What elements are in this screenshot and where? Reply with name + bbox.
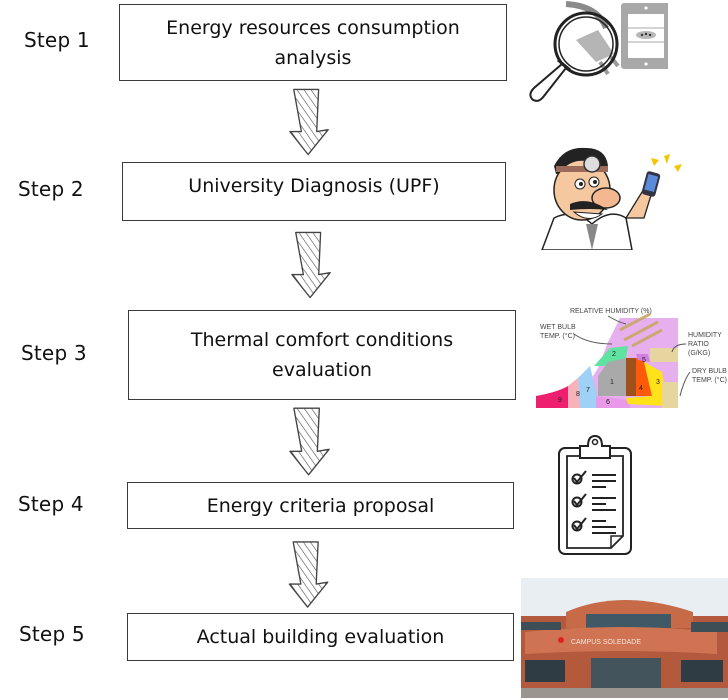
magnifier-plug-socket-icon [529,1,668,102]
step-2-box: University Diagnosis (UPF) [122,162,506,221]
zone-label-7: 7 [586,387,590,394]
step-1-box: Energy resources consumption analysis [119,4,507,81]
humidity-ratio-label-line-2: RATIO [688,341,709,348]
zone-9 [536,386,568,408]
step-3-text-line-2: evaluation [272,359,372,381]
step-3-label: Step 3 [21,341,87,365]
dry-bulb-label-line-1: DRY BULB [692,368,727,375]
zone-1 [598,358,626,396]
step-4-label: Step 4 [18,492,84,516]
zone-label-6: 6 [606,399,610,406]
zone-brown [626,358,636,396]
step-5-label: Step 5 [19,622,85,646]
step-5-box: Actual building evaluation [127,613,514,661]
zone-7 [578,366,598,408]
zone-5 [636,354,650,362]
dry-bulb-label-line-2: TEMP. (°C) [692,376,727,384]
alert-rays-icon [651,154,682,172]
arrow-down-icon-2 [290,229,334,301]
arrow-down-icon-3 [288,405,333,478]
step-4-box: Energy criteria proposal [127,482,514,529]
wet-bulb-label-line-1: WET BULB [540,324,576,331]
zone-label-8: 8 [576,391,580,398]
step-1-label: Step 1 [24,28,90,52]
zone-8 [568,378,580,408]
step-5-text: Actual building evaluation [196,626,445,648]
zone-label-2: 2 [612,351,616,358]
zone-label-5: 5 [642,357,646,364]
humidity-ratio-label-line-3: (G/KG) [688,350,710,357]
zone-3 [626,362,668,406]
step-1-text-line-1: Energy resources consumption [166,16,460,39]
arrow-down-icon-4 [287,540,332,609]
step-1-text-line-2: analysis [274,46,352,69]
zone-label-4: 4 [639,385,643,392]
step-4-text: Energy criteria proposal [206,494,435,517]
arrow-down-icon-1 [288,86,332,158]
zone-4 [636,358,652,396]
wall-socket-icon [621,3,668,69]
wet-bulb-label-line-2: TEMP. (°C) [540,332,575,340]
humidity-ratio-label-line-1: HUMIDITY [688,332,722,339]
magnifying-glass-icon [529,11,619,102]
zone-6 [596,396,630,408]
step-2-text: University Diagnosis (UPF) [188,175,440,197]
step-3-box: Thermal comfort conditions evaluation [128,310,516,400]
zone-label-3: 3 [656,379,660,386]
campus-building-photo: CAMPUS SOLEDADE [521,578,728,698]
zone-label-1: 1 [610,379,614,386]
building-sign-text: CAMPUS SOLEDADE [571,639,641,646]
relative-humidity-label: RELATIVE HUMIDITY (%) [570,308,652,315]
zone-label-9: 9 [558,397,562,404]
step-2-label: Step 2 [18,177,84,201]
step-3-text-line-1: Thermal comfort conditions [190,329,454,351]
checklist-clipboard-icon [558,434,632,555]
zone-2 [594,346,628,366]
doctor-cartoon-icon [541,147,682,250]
psychrometric-chart-icon: 2 1 3 4 5 6 7 8 9 RELATIVE HUMIDITY (%) … [536,308,727,408]
